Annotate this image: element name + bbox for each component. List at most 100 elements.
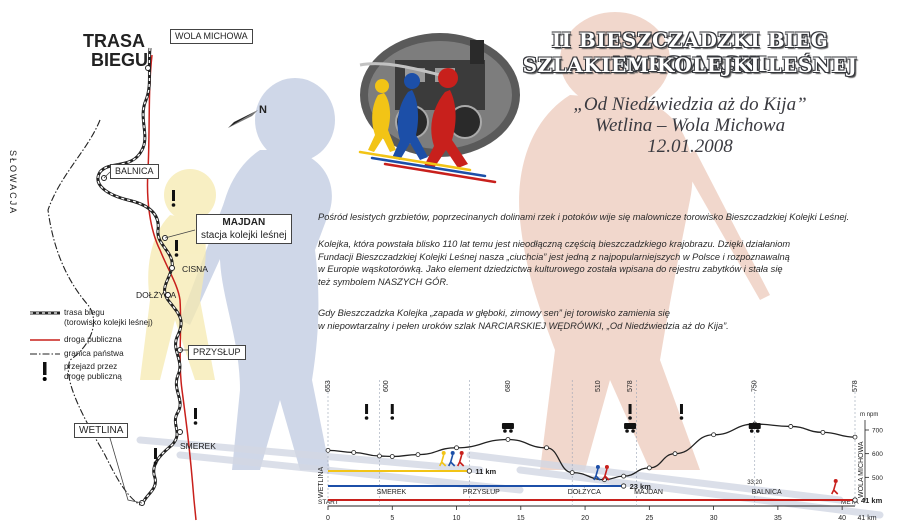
distance-end-point (466, 468, 472, 474)
profile-point (820, 429, 826, 435)
profile-point (351, 450, 357, 455)
legend-text: granica państwa (64, 349, 124, 358)
elevation-label: 680 (505, 380, 512, 392)
paragraph-2-line: Kolejka, która powstała blisko 110 lat t… (318, 239, 791, 249)
place-box-przyslup: PRZYSŁUP (188, 345, 246, 360)
mini-skier-icon (450, 451, 455, 455)
mini-skier-body (438, 454, 447, 467)
station-label: MAJDAN (634, 489, 663, 496)
profile-point (646, 465, 652, 471)
x-start-label: START (318, 499, 339, 506)
legend-symbols (30, 311, 60, 381)
elevation-label: 653 (325, 380, 332, 392)
distance-end-point (852, 497, 858, 503)
profile-point (788, 424, 794, 429)
paragraph-1: Pośród lesistych grzbietów, poprzecinany… (318, 211, 878, 224)
x-tick-label: 0 (326, 515, 330, 522)
profile-point (621, 473, 627, 479)
place-dolzyca: DOŁŻYCA (136, 290, 177, 300)
mini-skier-icon (595, 465, 600, 469)
ski-shadows (136, 436, 884, 519)
mini-skier-icon (441, 451, 446, 455)
paragraph-2-line: w Europie wąskotorówką. Jako element dzi… (318, 264, 783, 274)
legend-item-crossing: przejazd przez drogę publiczną (64, 362, 122, 382)
locomotive-wheel (625, 429, 629, 433)
event-motto: „Od Niedźwiedzia aż do Kija” (573, 94, 807, 115)
place-box-balnica: BALNICA (110, 164, 159, 179)
mini-skier-body (456, 454, 465, 467)
legend-item-border: granica państwa (64, 349, 124, 359)
place-cisna: CISNA (182, 264, 208, 274)
mini-skier-body (602, 468, 610, 481)
distance-label: 41 km (861, 496, 883, 505)
mini-skier-body (447, 454, 456, 467)
event-title-line2: SZLAKIEM KOLEJKI LEŚNEJ (522, 53, 858, 77)
map-heading-line: BIEGU (91, 50, 149, 70)
paragraph-2-line: też symbolem NASZYCH GÓR. (318, 276, 449, 287)
map-crossing-marks (153, 190, 198, 465)
profile-point (569, 470, 575, 476)
place-box-wetlina: WETLINA (74, 423, 129, 438)
paragraph-3-line: Gdy Bieszczadzka Kolejka „zapada w głębo… (318, 308, 670, 318)
x-tick-label: 10 (453, 515, 461, 522)
event-title-line1: II BIESZCZADZKI BIEG NARCIARSKI (551, 28, 829, 76)
profile-point (325, 447, 331, 453)
box-connectors (103, 171, 196, 504)
crossing-mark-dot (364, 416, 369, 420)
x-tick-label: 30 (710, 515, 718, 522)
mini-skier-body (831, 482, 839, 495)
mini-skier-icon (459, 451, 464, 455)
y-tick-label: 700 (872, 428, 883, 435)
elevation-label: 600 (383, 380, 390, 392)
station-label: WETLINA (318, 467, 325, 498)
map-heading-line: TRASA (83, 31, 145, 51)
paragraph-3: Gdy Bieszczadzka Kolejka „zapada w głębo… (318, 307, 878, 332)
north-arrow-icon (228, 110, 258, 128)
locomotive-wheel (509, 429, 513, 433)
x-tick-label: 40 (838, 515, 846, 522)
paragraph-2: Kolejka, która powstała blisko 110 lat t… (318, 238, 878, 288)
profile-point (544, 445, 549, 451)
profile-point (389, 454, 395, 459)
locomotive-wheel (749, 429, 754, 433)
locomotive-icon (624, 423, 637, 429)
route-track (96, 47, 183, 506)
elevation-label: 578 (627, 380, 634, 392)
mini-skier-icon (833, 479, 838, 483)
x-tick-label: 20 (581, 515, 589, 522)
y-tick-label: 500 (872, 475, 883, 482)
crossing-mark-dot (390, 416, 395, 420)
mini-skier-icon (604, 465, 609, 469)
elevation-label: 510 (595, 380, 602, 392)
x-tick-end-label: 41 km (857, 515, 876, 522)
profile-point (415, 452, 421, 458)
profile-point (852, 434, 858, 440)
station-label: SMEREK (377, 489, 407, 496)
colored-skiers (358, 68, 497, 184)
legend-text: drogę publiczną (64, 372, 122, 381)
distance-label: 11 km (475, 467, 496, 476)
locomotive-wheel (503, 429, 507, 433)
north-label: N (259, 104, 267, 116)
majdan-subtitle: stacja kolejki leśnej (201, 230, 287, 241)
crossing-mark-dot (679, 416, 684, 420)
station-label: WOLA MICHOWA (858, 441, 865, 498)
profile-point (454, 445, 459, 451)
paragraph-2-line: Fundacji Bieszczadzkiej Kolejki Leśnej n… (318, 251, 790, 262)
locomotive-icon (748, 423, 761, 429)
legend-item-route: trasa biegu (torowisko kolejki leśnej) (64, 308, 153, 328)
event-date: 12.01.2008 (647, 136, 733, 157)
map-heading: TRASA BIEGU (83, 32, 148, 70)
elevation-label: 750 (752, 380, 759, 392)
legend-text: droga publiczna (64, 335, 122, 344)
crossing-mark-icon (390, 404, 394, 414)
legend-item-public-road: droga publiczna (64, 335, 122, 345)
mini-skier-body (593, 468, 601, 481)
x-tick-label: 5 (390, 515, 394, 522)
crossing-mark-dot (628, 416, 632, 420)
x-tick-label: 35 (774, 515, 782, 522)
crossing-mark-icon (628, 404, 632, 414)
